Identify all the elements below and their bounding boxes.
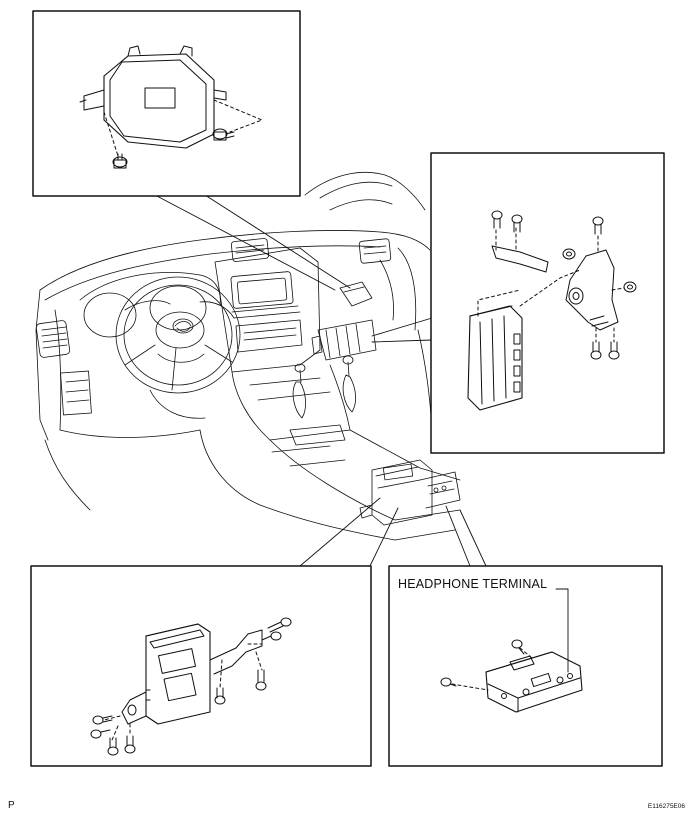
dashboard-illustration [35, 172, 461, 541]
bolt-icon [261, 631, 282, 641]
nut-icon [562, 248, 576, 260]
bolt-icon [107, 737, 119, 756]
bolt-icon [112, 153, 128, 169]
bolt-icon [511, 214, 523, 233]
bolt-icon [255, 669, 267, 691]
bolt-icon [592, 216, 604, 235]
detail-panel-bottom-left [30, 565, 372, 767]
detail-panel-bottom-right [388, 565, 663, 767]
detail-panel-right [430, 152, 665, 454]
bolt-icon [92, 715, 113, 725]
bolt-icon [491, 210, 503, 229]
bolt-icon [590, 341, 602, 360]
figure-id: E116275E06 [647, 803, 685, 810]
bolt-icon [124, 735, 136, 754]
bolt-icon [90, 729, 111, 739]
corner-code: P [8, 800, 15, 811]
headphone-terminal-label: HEADPHONE TERMINAL [398, 577, 548, 591]
detail-panel-top-left [32, 10, 301, 197]
leader-lines [154, 194, 487, 567]
screw-icon [511, 639, 525, 655]
bolt-icon [608, 341, 620, 360]
bolt-icon [267, 617, 292, 633]
screw-icon [440, 677, 457, 687]
bolt-icon [214, 687, 226, 705]
nut-icon [623, 281, 637, 293]
bolt-icon [212, 128, 235, 141]
